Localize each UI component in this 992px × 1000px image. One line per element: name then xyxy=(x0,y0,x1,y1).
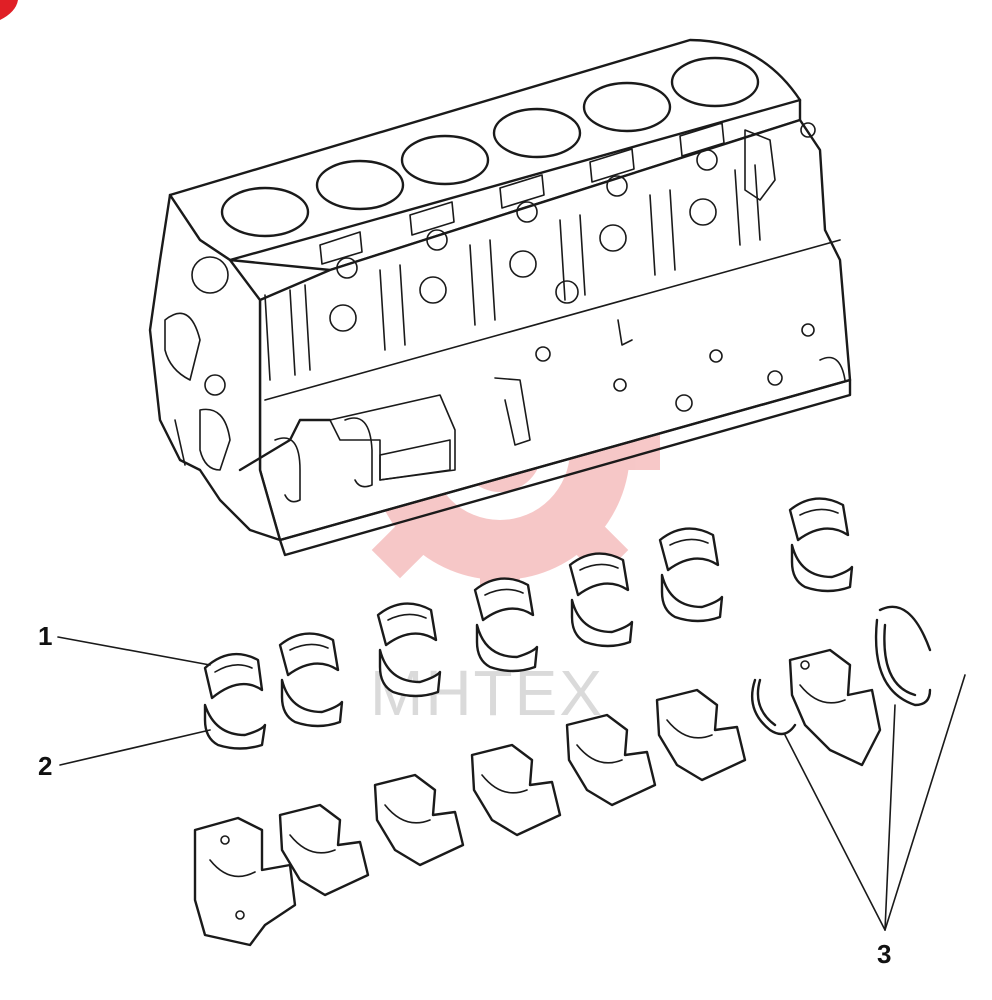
main-bearing-caps xyxy=(193,648,882,947)
corner-mark xyxy=(0,0,18,20)
callout-3: 3 xyxy=(784,674,966,969)
callout-2-label: 2 xyxy=(38,751,52,781)
callout-2: 2 xyxy=(38,729,211,781)
callout-1: 1 xyxy=(38,621,211,666)
engine-block xyxy=(148,38,852,557)
thrust-washers xyxy=(750,605,932,736)
callout-1-label: 1 xyxy=(38,621,52,651)
upper-bearing-shells xyxy=(203,497,850,700)
lower-bearing-shells xyxy=(203,543,854,750)
callout-3-label: 3 xyxy=(877,939,891,969)
